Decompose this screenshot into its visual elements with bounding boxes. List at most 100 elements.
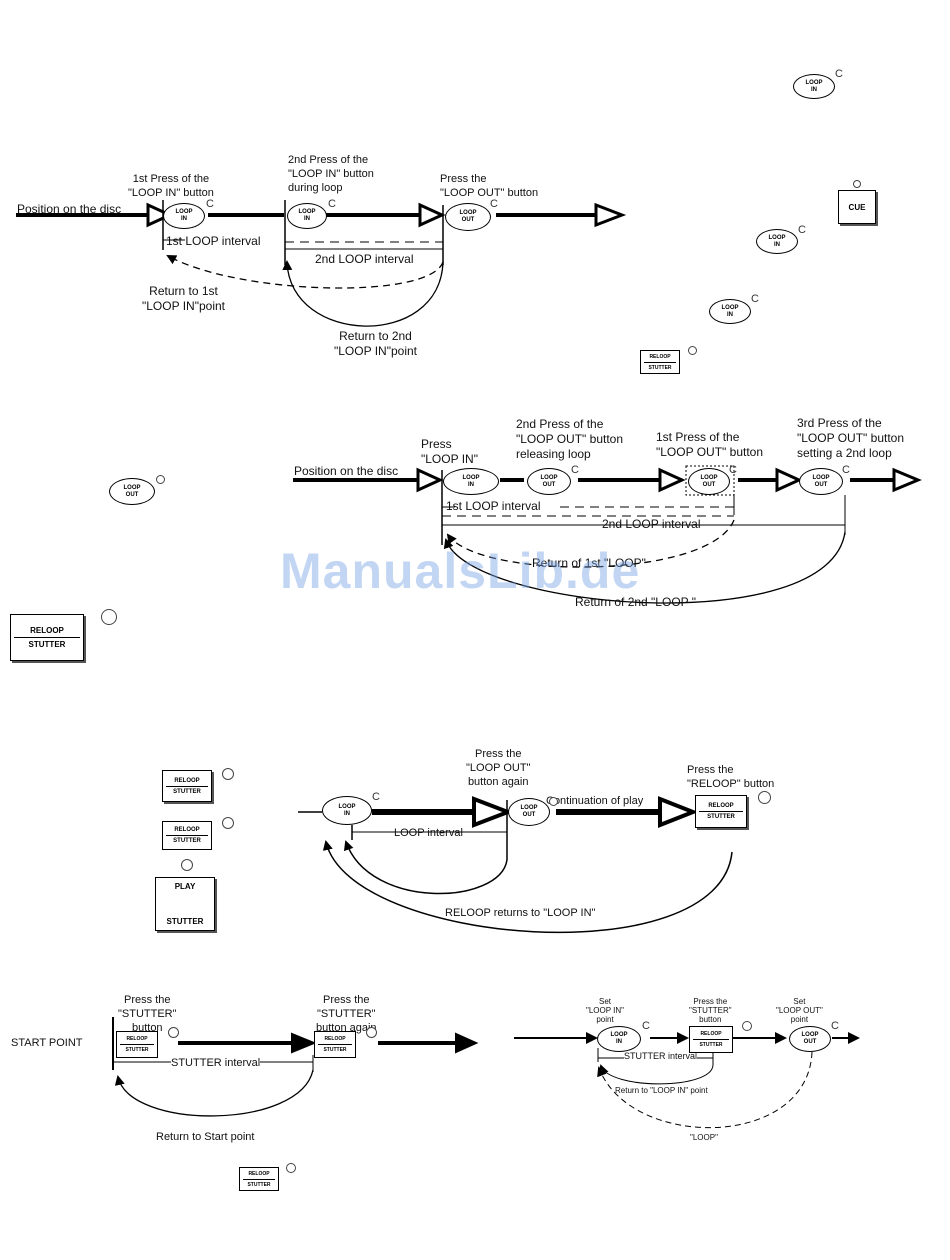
stutter-label: STUTTER: [173, 788, 201, 795]
button-out-text: OUT: [803, 1039, 817, 1045]
fig1-press2-label: 2nd Press of the "LOOP IN" button during…: [288, 154, 374, 194]
reloop-label: RELOOP: [649, 353, 671, 360]
fig4-return-arrow: [114, 1069, 314, 1117]
led-indicator: C: [831, 1020, 839, 1032]
button-out-text: OUT: [522, 812, 536, 818]
button-in-text: IN: [181, 216, 187, 222]
fig4-return-label: Return to Start point: [156, 1131, 255, 1143]
fig4-arrowhead-2: [455, 1032, 479, 1054]
play-stutter-button[interactable]: PLAY STUTTER: [155, 877, 215, 931]
led-indicator: [853, 180, 861, 188]
fig1-return2-arrow: [282, 260, 444, 327]
fig4-stutter-button-1[interactable]: RELOOP STUTTER: [116, 1031, 158, 1058]
side-reloop-stutter-button-2[interactable]: RELOOP STUTTER: [162, 821, 212, 850]
stutter-label: STUTTER: [28, 640, 66, 649]
led-indicator: [181, 859, 193, 871]
fig1-arrowhead-3: [594, 202, 627, 228]
stutter-label: STUTTER: [707, 814, 735, 820]
reloop-label: RELOOP: [174, 827, 200, 833]
led-indicator: [222, 817, 234, 829]
cue-label: CUE: [848, 202, 866, 212]
fig1-arrowhead-1: [146, 202, 174, 228]
led-indicator: C: [571, 464, 579, 476]
fig3-diagram: [298, 796, 733, 934]
fig3-arrowhead-2: [658, 796, 699, 828]
fig2-interval2-label: 2nd LOOP interval: [602, 517, 701, 531]
led-indicator: C: [490, 198, 498, 210]
fig5-diagram: [514, 1032, 860, 1128]
button-loop-text: LOOP: [540, 474, 558, 481]
stutter-label: STUTTER: [125, 1047, 149, 1053]
button-loop-text: LOOP: [801, 1032, 819, 1038]
button-out-text: OUT: [814, 481, 828, 488]
fig2-interval1-label: 1st LOOP interval: [446, 499, 541, 513]
led-indicator: C: [206, 198, 214, 210]
fig1-position-label: Position on the disc: [17, 202, 122, 216]
fig1-press1-label: 1st Press of the "LOOP IN" button: [128, 173, 214, 199]
button-in-text: IN: [774, 241, 780, 248]
reloop-label: RELOOP: [126, 1036, 148, 1042]
led-indicator: [688, 346, 697, 355]
button-loop-text: LOOP: [812, 474, 830, 481]
reloop-label: RELOOP: [324, 1036, 346, 1042]
led-indicator: [101, 609, 117, 625]
fig5-set-in-label: Set "LOOP IN" point: [586, 997, 624, 1024]
reloop-label: RELOOP: [708, 803, 734, 809]
button-in-text: IN: [468, 481, 474, 488]
button-out-text: OUT: [542, 481, 556, 488]
fig3-loop-arrow: [343, 840, 508, 895]
fig5-press-stutter-label: Press the "STUTTER" button: [689, 997, 732, 1024]
fig1-diagram: [16, 200, 627, 327]
fig2-arrowhead-3: [775, 467, 803, 493]
fig4-press-stutter-label: Press the "STUTTER" button: [118, 994, 177, 1034]
button-loop-text: LOOP: [459, 210, 477, 216]
fig3-arrowhead-1: [472, 796, 514, 828]
button-in-text: IN: [811, 86, 817, 93]
led-indicator: [549, 797, 558, 806]
led-indicator: [758, 791, 771, 804]
fig2-press1-out-label: 1st Press of the "LOOP OUT" button: [656, 430, 764, 459]
fig4-diagram: [112, 1017, 479, 1117]
led-indicator: C: [328, 198, 336, 210]
fig3-reloop-button[interactable]: RELOOP STUTTER: [695, 795, 747, 828]
button-out-text: OUT: [461, 217, 475, 223]
stutter-label: STUTTER: [247, 1181, 271, 1188]
fig5-return-label: Return to "LOOP IN" point: [615, 1086, 708, 1095]
led-indicator: C: [842, 464, 850, 476]
stutter-label: STUTTER: [173, 838, 201, 844]
cue-button[interactable]: CUE: [838, 190, 876, 224]
fig1-press-out-label: Press the "LOOP OUT" button: [440, 173, 539, 199]
fig2-arrowhead-2: [658, 467, 686, 493]
fig2-return2-arrow: [443, 531, 846, 604]
led-indicator: C: [798, 224, 806, 236]
fig3-press-reloop-label: Press the "RELOOP" button: [687, 764, 775, 790]
led-indicator: [286, 1163, 296, 1173]
button-in-text: IN: [727, 311, 733, 318]
fig1-return1-label: Return to 1st "LOOP IN"point: [142, 284, 226, 313]
fig2-press2-out-label: 2nd Press of the "LOOP OUT" button relea…: [516, 417, 624, 461]
led-indicator: C: [372, 791, 380, 803]
fig1-interval1-label: 1st LOOP interval: [166, 234, 261, 248]
